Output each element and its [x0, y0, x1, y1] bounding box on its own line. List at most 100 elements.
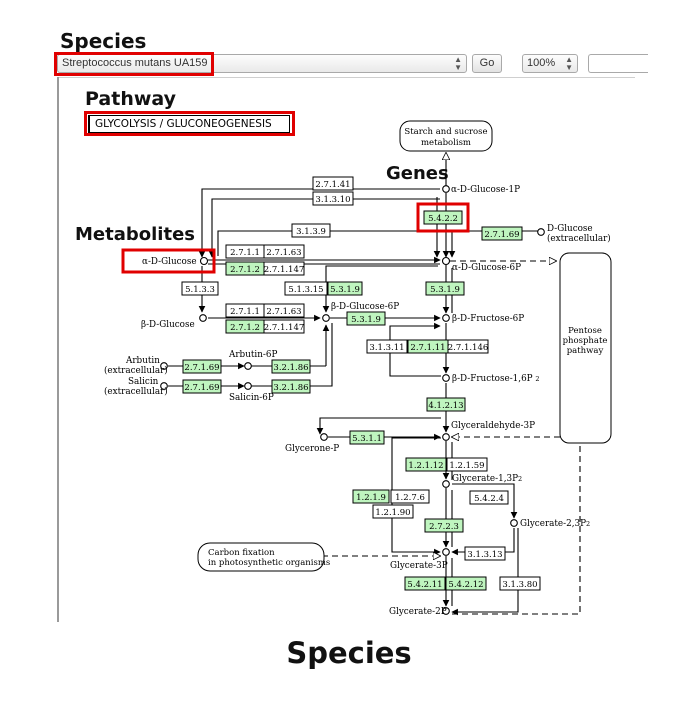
svg-text:2.7.1.146: 2.7.1.146 — [448, 343, 489, 353]
svg-text:2.7.1.2: 2.7.1.2 — [230, 323, 260, 333]
svg-text:2.7.1.2: 2.7.1.2 — [230, 265, 260, 275]
enzyme-box[interactable]: 3.2.1.86 — [271, 359, 311, 374]
enzyme-box[interactable]: 4.1.2.13 — [426, 397, 466, 412]
enzyme-box[interactable]: 2.7.1.63 — [263, 303, 305, 318]
enzyme-box[interactable]: 1.2.7.6 — [390, 489, 430, 504]
svg-text:1.2.1.12: 1.2.1.12 — [408, 461, 443, 471]
enzyme-box[interactable]: 2.7.1.69 — [182, 379, 222, 394]
svg-text:2.7.1.63: 2.7.1.63 — [266, 307, 301, 317]
svg-text:3.1.3.80: 3.1.3.80 — [502, 580, 537, 590]
svg-text:2.7.1.147: 2.7.1.147 — [264, 323, 305, 333]
svg-text:5.3.1.9: 5.3.1.9 — [430, 285, 460, 295]
svg-text:2.7.1.1: 2.7.1.1 — [230, 248, 260, 258]
enzyme-box[interactable]: 1.2.1.59 — [446, 457, 488, 472]
label-b-fructose-6p[interactable]: β-D-Fructose-6P — [452, 314, 524, 324]
enzyme-box[interactable]: 2.7.1.1 — [225, 303, 265, 318]
map-carbon-line2: in photosynthetic organisms — [208, 558, 330, 568]
enzyme-box[interactable]: 1.2.1.9 — [352, 489, 390, 504]
enzyme-box[interactable]: 5.3.1.9 — [327, 281, 363, 296]
pathway-title: GLYCOLYSIS / GLUCONEOGENESIS — [95, 118, 272, 130]
enzyme-box[interactable]: 3.1.3.13 — [464, 546, 506, 561]
map-starch-line1: Starch and sucrose — [404, 127, 487, 137]
map-pentose-line2: phosphate — [563, 336, 608, 346]
pathway-title-box: GLYCOLYSIS / GLUCONEOGENESIS — [88, 115, 290, 133]
enzyme-box[interactable]: 3.1.3.9 — [291, 223, 331, 238]
label-b-glucose-6p[interactable]: β-D-Glucose-6P — [331, 302, 399, 312]
label-arbutin-6p[interactable]: Arbutin-6P — [228, 350, 277, 360]
enzyme-box[interactable]: 3.1.3.10 — [312, 191, 354, 206]
svg-text:5.1.3.15: 5.1.3.15 — [288, 285, 323, 295]
label-arbutin-ext-1[interactable]: Arbutin — [125, 356, 160, 366]
species-annotation-bottom: Species — [286, 636, 412, 670]
svg-text:1.2.1.90: 1.2.1.90 — [375, 508, 410, 518]
label-arbutin-ext-2[interactable]: (extracellular) — [104, 365, 168, 376]
svg-text:2.7.1.41: 2.7.1.41 — [315, 180, 350, 190]
map-frame-top-rule — [57, 77, 635, 78]
enzyme-box[interactable]: 1.2.1.12 — [405, 457, 447, 472]
enzyme-box[interactable]: 5.4.2.4 — [469, 490, 509, 505]
label-glycerate-13p2[interactable]: Glycerate-1,3P2 — [452, 474, 522, 484]
enzyme-box[interactable]: 1.2.1.90 — [372, 504, 414, 519]
search-field[interactable] — [588, 54, 648, 73]
label-b-glucose[interactable]: β-D-Glucose — [141, 320, 195, 330]
enzyme-box[interactable]: 2.7.1.147 — [263, 319, 305, 334]
go-button[interactable]: Go — [472, 54, 502, 73]
label-glycerate-23p2[interactable]: Glycerate-2,3P2 — [520, 519, 590, 529]
enzyme-box[interactable]: 2.7.1.146 — [447, 339, 489, 354]
label-salicin-6p[interactable]: Salicin-6P — [229, 393, 274, 403]
species-annotation-top: Species — [60, 29, 147, 53]
svg-text:1.2.1.59: 1.2.1.59 — [449, 461, 484, 471]
label-glycerone-p[interactable]: Glycerone-P — [285, 444, 339, 454]
svg-text:2.7.1.69: 2.7.1.69 — [484, 230, 519, 240]
zoom-select[interactable]: 100% ▲▼ — [522, 54, 578, 73]
enzyme-box[interactable]: 5.4.2.11 — [404, 576, 446, 591]
svg-text:5.4.2.11: 5.4.2.11 — [407, 580, 442, 590]
map-pentose-line3: pathway — [567, 346, 604, 356]
map-frame-left-rule — [57, 77, 59, 622]
enzyme-box[interactable]: 5.4.2.2 — [423, 210, 463, 225]
label-glyceraldehyde-3p[interactable]: Glyceraldehyde-3P — [451, 421, 535, 431]
enzyme-box[interactable]: 5.3.1.9 — [425, 281, 465, 296]
map-carbon-line1: Carbon fixation — [208, 548, 275, 558]
enzyme-box[interactable]: 2.7.1.11 — [407, 339, 449, 354]
svg-text:3.1.3.11: 3.1.3.11 — [369, 343, 404, 353]
enzyme-box[interactable]: 3.2.1.86 — [271, 379, 311, 394]
enzyme-box[interactable]: 5.1.3.3 — [181, 281, 219, 296]
enzyme-box[interactable]: 3.1.3.11 — [366, 339, 408, 354]
label-b-fructose-16p[interactable]: β-D-Fructose-1,6P 2 — [452, 374, 540, 384]
enzyme-box[interactable]: 2.7.1.1 — [225, 244, 265, 259]
svg-text:5.4.2.2: 5.4.2.2 — [428, 214, 458, 224]
svg-text:3.1.3.13: 3.1.3.13 — [467, 550, 502, 560]
label-a-glucose-1p[interactable]: α-D-Glucose-1P — [451, 185, 520, 195]
enzyme-box[interactable]: 2.7.2.3 — [424, 518, 464, 533]
label-d-glucose-ext-2[interactable]: (extracellular) — [547, 233, 611, 244]
enzyme-box[interactable]: 5.3.1.9 — [346, 311, 386, 326]
enzyme-box[interactable]: 2.7.1.69 — [182, 359, 222, 374]
svg-text:5.4.2.12: 5.4.2.12 — [448, 580, 483, 590]
pathway-map-links[interactable]: Starch and sucrose metabolism Pentose ph… — [197, 120, 612, 572]
svg-text:5.4.2.4: 5.4.2.4 — [474, 494, 504, 504]
enzyme-box[interactable]: 5.1.3.15 — [284, 281, 328, 296]
enzyme-box[interactable]: 3.1.3.80 — [499, 576, 541, 591]
species-select[interactable]: Streptococcus mutans UA159 ▲▼ — [57, 54, 467, 73]
enzyme-box[interactable]: 2.7.1.147 — [263, 261, 305, 276]
enzyme-box[interactable]: 2.7.1.2 — [225, 261, 265, 276]
label-d-glucose-ext-1[interactable]: D-Glucose — [547, 224, 593, 234]
label-a-glucose[interactable]: α-D-Glucose — [142, 257, 197, 267]
enzyme-box[interactable]: 2.7.1.2 — [225, 319, 265, 334]
svg-text:2.7.2.3: 2.7.2.3 — [429, 522, 459, 532]
enzyme-box[interactable]: 2.7.1.41 — [312, 176, 354, 191]
enzyme-box[interactable]: 2.7.1.69 — [481, 226, 523, 241]
svg-text:5.3.1.9: 5.3.1.9 — [330, 285, 360, 295]
svg-text:2.7.1.69: 2.7.1.69 — [184, 363, 219, 373]
label-salicin-ext-2[interactable]: (extracellular) — [104, 386, 168, 397]
svg-text:3.2.1.86: 3.2.1.86 — [273, 363, 308, 373]
enzyme-box[interactable]: 5.3.1.1 — [349, 430, 385, 445]
enzyme-box[interactable]: 2.7.1.63 — [263, 244, 305, 259]
enzyme-box[interactable]: 5.4.2.12 — [445, 576, 487, 591]
label-glycerate-2p[interactable]: Glycerate-2P — [389, 607, 447, 617]
label-a-glucose-6p[interactable]: α-D-Glucose-6P — [452, 263, 521, 273]
label-salicin-ext-1[interactable]: Salicin — [128, 377, 159, 387]
label-glycerate-3p[interactable]: Glycerate-3P — [390, 561, 448, 571]
